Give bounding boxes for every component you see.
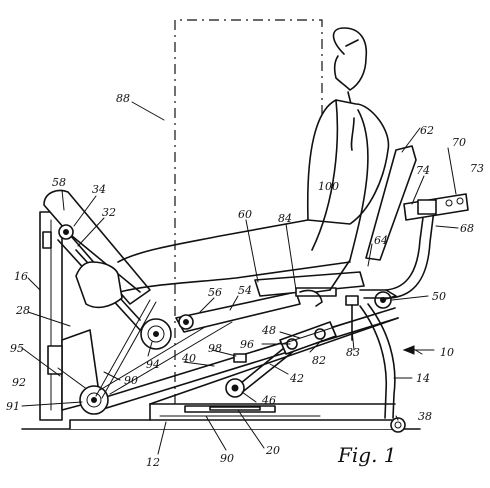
label-32: 32 bbox=[102, 206, 116, 219]
block-98 bbox=[233, 353, 247, 363]
label-94: 94 bbox=[146, 358, 160, 371]
label-100: 100 bbox=[318, 180, 339, 193]
leader-lines bbox=[21, 101, 459, 455]
label-68: 68 bbox=[460, 222, 474, 235]
label-14: 14 bbox=[416, 372, 430, 385]
label-96: 96 bbox=[240, 338, 254, 351]
seat-60 bbox=[254, 271, 365, 297]
label-42: 42 bbox=[289, 372, 304, 385]
label-50: 50 bbox=[432, 290, 446, 303]
front-upright-16 bbox=[39, 211, 63, 421]
label-90b: 90 bbox=[220, 452, 234, 465]
label-60: 60 bbox=[238, 208, 252, 221]
label-91: 91 bbox=[6, 400, 20, 413]
top-arm-58 bbox=[43, 189, 151, 305]
label-84: 84 bbox=[278, 212, 292, 225]
label-56: 56 bbox=[208, 286, 222, 299]
label-46: 46 bbox=[261, 394, 276, 407]
label-95: 95 bbox=[10, 342, 24, 355]
cam-94 bbox=[140, 318, 172, 350]
label-58: 58 bbox=[52, 176, 66, 189]
arrow-10 bbox=[402, 345, 435, 355]
label-70: 70 bbox=[452, 136, 466, 149]
rear-bar-70 bbox=[403, 193, 469, 221]
label-92: 92 bbox=[12, 376, 26, 389]
label-40: 40 bbox=[181, 352, 196, 365]
label-90a: 90 bbox=[124, 374, 138, 387]
label-88: 88 bbox=[116, 92, 130, 105]
label-48: 48 bbox=[261, 324, 276, 337]
wheel-38 bbox=[390, 417, 406, 433]
label-73: 73 bbox=[470, 162, 484, 175]
label-38: 38 bbox=[418, 410, 432, 423]
label-74: 74 bbox=[416, 164, 430, 177]
backrest-62 bbox=[365, 145, 417, 261]
seat-frame-68 bbox=[359, 209, 435, 301]
label-83: 83 bbox=[346, 346, 360, 359]
reference-frame-88 bbox=[174, 19, 323, 404]
label-34: 34 bbox=[92, 183, 106, 196]
label-10: 10 bbox=[440, 346, 454, 359]
label-20: 20 bbox=[265, 444, 280, 457]
reference-numerals: 88 58 34 32 16 28 95 92 91 56 54 60 84 1… bbox=[6, 92, 484, 469]
figure-caption: Fig. 1 bbox=[337, 443, 397, 467]
label-98: 98 bbox=[208, 342, 222, 355]
pulley-46 bbox=[225, 378, 245, 398]
user-figure bbox=[75, 27, 390, 309]
label-12: 12 bbox=[146, 456, 160, 469]
rear-support-14 bbox=[359, 303, 396, 419]
label-16: 16 bbox=[14, 270, 28, 283]
label-62: 62 bbox=[420, 124, 434, 137]
label-54: 54 bbox=[238, 284, 252, 297]
label-64: 64 bbox=[374, 234, 388, 247]
pulley-91 bbox=[79, 385, 109, 415]
label-28: 28 bbox=[15, 304, 30, 317]
base-frame bbox=[69, 403, 396, 429]
link-56 bbox=[175, 291, 301, 333]
cable-90 bbox=[99, 317, 233, 395]
label-82: 82 bbox=[312, 354, 326, 367]
